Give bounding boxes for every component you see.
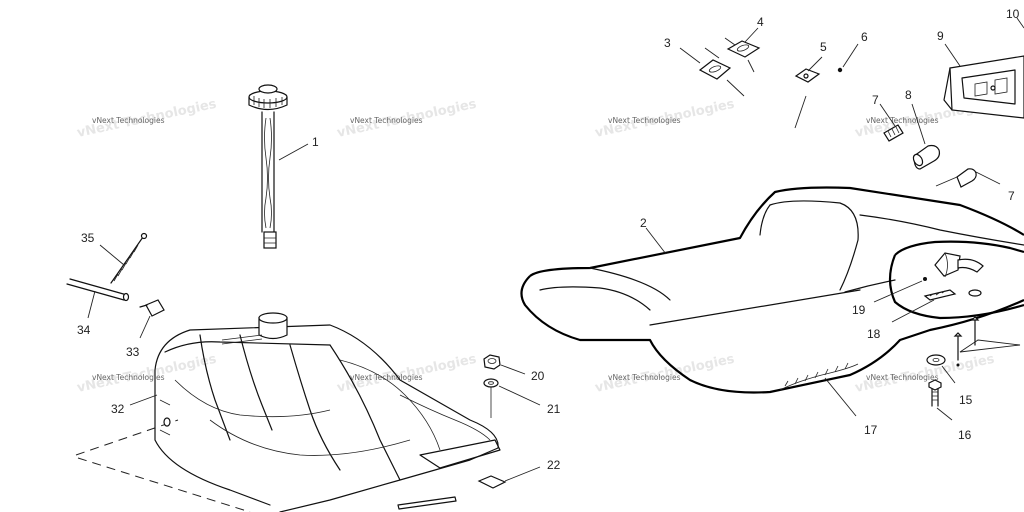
callout-7-lower: 7 <box>1008 189 1015 203</box>
callout-33: 33 <box>126 345 140 359</box>
fuel-sender-part <box>248 84 288 249</box>
mounting-pad-part <box>477 475 507 489</box>
washer-part <box>483 378 499 418</box>
callout-32: 32 <box>111 402 125 416</box>
watermark: vNext Technologies <box>350 116 423 125</box>
latch-plate-part <box>698 47 745 97</box>
watermark: vNext Technologies <box>92 116 165 125</box>
callout-1: 1 <box>312 135 319 149</box>
fuel-tank-part <box>75 312 501 512</box>
callout-18: 18 <box>867 327 881 341</box>
callout-2: 2 <box>640 216 647 230</box>
callout-6: 6 <box>861 30 868 44</box>
seat-part <box>520 186 1024 394</box>
bracket-plate-part <box>794 68 821 129</box>
rubber-washer-part <box>926 354 946 366</box>
callout-34: 34 <box>77 323 91 337</box>
callout-4: 4 <box>757 15 764 29</box>
bolt-part <box>928 379 942 407</box>
nut-part <box>483 354 501 370</box>
callout-10: 10 <box>1006 7 1020 21</box>
callout-8: 8 <box>905 88 912 102</box>
watermark: vNext Technologies <box>350 373 423 382</box>
watermarks: vNext Technologies vNext Technologies vN… <box>76 97 996 396</box>
watermark: vNext Technologies <box>608 373 681 382</box>
watermark: vNext Technologies <box>866 373 939 382</box>
callout-19: 19 <box>852 303 866 317</box>
seat-underside <box>888 240 1024 320</box>
callout-7-upper: 7 <box>872 93 879 107</box>
callout-22: 22 <box>547 458 561 472</box>
watermark: vNext Technologies <box>92 373 165 382</box>
callout-21: 21 <box>547 402 561 416</box>
clamp-part <box>110 232 148 284</box>
callout-9: 9 <box>937 29 944 43</box>
callout-15: 15 <box>959 393 973 407</box>
callout-5: 5 <box>820 40 827 54</box>
bumper-part <box>883 124 904 142</box>
seat-studs-part <box>953 316 1021 367</box>
vent-hose-part <box>66 278 130 302</box>
callout-3: 3 <box>664 36 671 50</box>
callout-35: 35 <box>81 231 95 245</box>
callout-20: 20 <box>531 369 545 383</box>
callout-17: 17 <box>864 423 878 437</box>
striker-plate-part <box>724 37 761 73</box>
callout-16: 16 <box>958 428 972 442</box>
vent-fitting-part <box>139 299 165 317</box>
plug-part <box>912 144 941 170</box>
grab-handle-part <box>943 55 1024 119</box>
small-screw-part <box>837 67 843 73</box>
bumper-lower-part <box>935 168 977 188</box>
watermark: vNext Technologies <box>866 116 939 125</box>
watermark: vNext Technologies <box>608 116 681 125</box>
